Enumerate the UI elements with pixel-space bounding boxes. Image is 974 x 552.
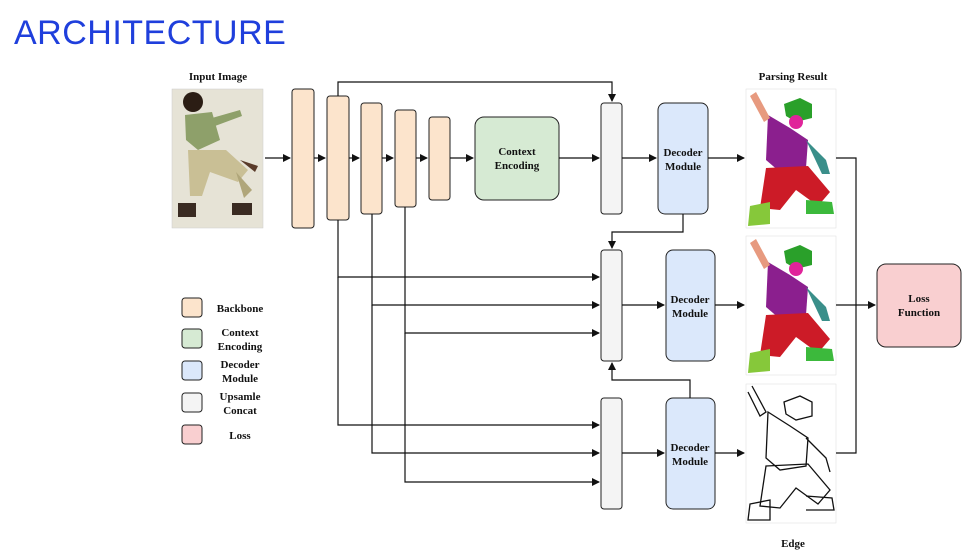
svg-text:Context: Context — [498, 146, 536, 158]
svg-text:Module: Module — [222, 373, 258, 385]
parsing-result-image-1 — [745, 88, 837, 229]
legend: Backbone Context Encoding Decoder Module… — [181, 297, 264, 445]
edge-label: Edge — [781, 538, 805, 550]
decoder-module-3: Decoder Module — [665, 397, 716, 510]
svg-text:Decoder: Decoder — [670, 442, 709, 454]
backbone-stage-2 — [326, 95, 350, 221]
decoder-module-1: Decoder Module — [657, 102, 709, 215]
backbone-stage-4 — [394, 109, 417, 208]
input-image — [171, 88, 264, 229]
svg-text:Decoder: Decoder — [220, 359, 259, 371]
svg-text:Upsamle: Upsamle — [220, 391, 261, 403]
svg-text:Loss: Loss — [908, 293, 930, 305]
svg-text:Decoder: Decoder — [670, 294, 709, 306]
concat-block-2 — [600, 249, 623, 362]
concat-block-3 — [600, 397, 623, 510]
page-title: ARCHITECTURE — [14, 14, 287, 52]
svg-text:Loss: Loss — [229, 430, 251, 442]
svg-text:Concat: Concat — [223, 405, 257, 417]
legend-item-loss: Loss — [181, 424, 251, 445]
parsing-result-image-2 — [745, 235, 837, 376]
svg-text:Encoding: Encoding — [495, 160, 540, 172]
svg-text:Module: Module — [665, 161, 701, 173]
legend-item-backbone: Backbone — [181, 297, 264, 318]
parsing-result-label: Parsing Result — [759, 71, 828, 83]
edge-image — [745, 383, 837, 524]
svg-text:Context: Context — [221, 327, 259, 339]
legend-item-upsample-concat: Upsamle Concat — [181, 391, 261, 417]
backbone-stage-1 — [291, 88, 315, 229]
loss-function-block: Loss Function — [876, 263, 962, 348]
svg-text:Module: Module — [672, 456, 708, 468]
connections — [265, 81, 876, 486]
legend-item-context-encoding: Context Encoding — [181, 327, 263, 353]
svg-text:Encoding: Encoding — [218, 341, 263, 353]
svg-text:Module: Module — [672, 308, 708, 320]
decoder-module-2: Decoder Module — [665, 249, 716, 362]
svg-text:Function: Function — [898, 307, 940, 319]
svg-text:Backbone: Backbone — [217, 303, 264, 315]
backbone-stage-3 — [360, 102, 383, 215]
legend-item-decoder-module: Decoder Module — [181, 359, 260, 385]
backbone-stage-5 — [428, 116, 451, 201]
concat-block-1 — [600, 102, 623, 215]
input-image-label: Input Image — [189, 71, 247, 83]
svg-text:Decoder: Decoder — [663, 147, 702, 159]
context-encoding-block: Context Encoding — [474, 116, 560, 201]
